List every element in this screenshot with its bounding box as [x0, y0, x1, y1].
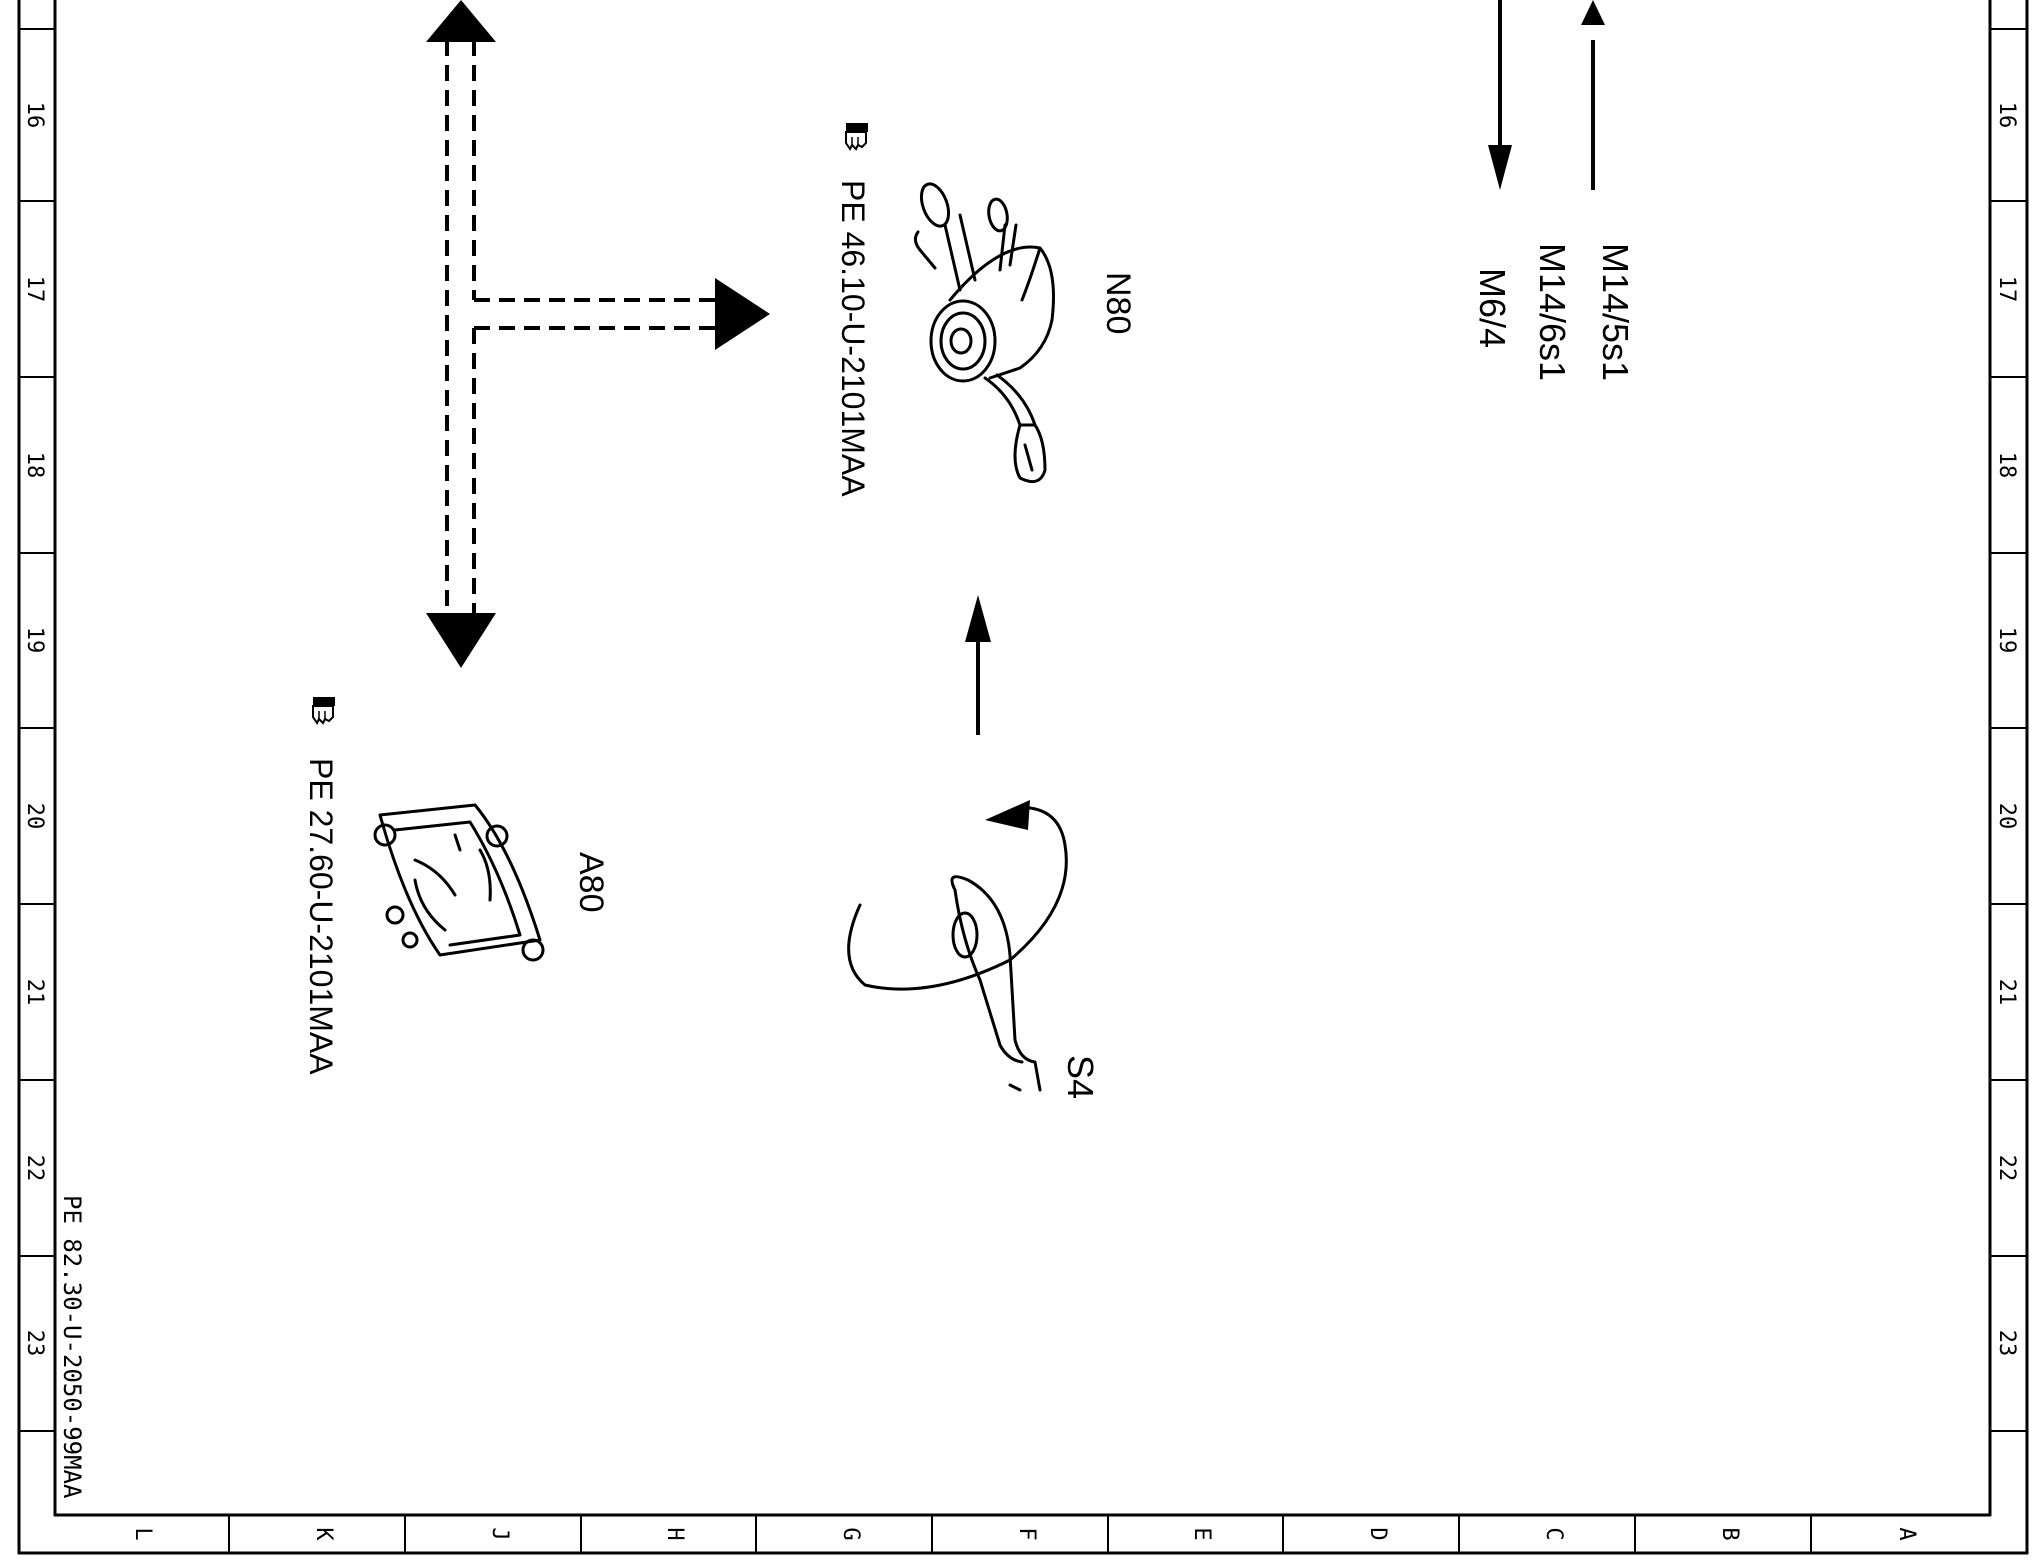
motor-label: M6/4 — [1472, 268, 1513, 348]
row-label: 20 — [22, 803, 47, 830]
row-label: 22 — [22, 1155, 47, 1182]
arrowhead-right — [715, 278, 770, 350]
row-label: 17 — [22, 276, 47, 303]
column-label: D — [1365, 1527, 1390, 1540]
n80-switch-illustration — [913, 182, 1055, 484]
motor-signal-arrows — [1488, 0, 1605, 190]
column-label: C — [1541, 1527, 1566, 1540]
row-label: 17 — [1994, 276, 2019, 303]
column-label: A — [1894, 1527, 1919, 1540]
row-label: 16 — [1994, 102, 2019, 129]
column-label: H — [662, 1527, 687, 1540]
column-label: F — [1014, 1527, 1039, 1540]
component-label-s4: S4 — [1060, 1055, 1101, 1099]
column-labels: L K J H G F E D C B A — [130, 1527, 1919, 1541]
row-label: 20 — [1994, 803, 2019, 830]
column-label: G — [838, 1527, 863, 1540]
column-label: L — [130, 1527, 155, 1540]
row-label: 19 — [22, 627, 47, 654]
dashed-data-bus — [445, 40, 718, 615]
arrow-s4-to-n80 — [965, 595, 991, 735]
column-label: E — [1189, 1527, 1214, 1540]
component-label-n80: N80 — [1099, 272, 1137, 334]
reference-a80: PE 27.60-U-2101MAA — [303, 696, 339, 1075]
reference-text-a80: PE 27.60-U-2101MAA — [303, 758, 339, 1075]
row-labels-left: 16 17 18 19 20 21 22 23 — [22, 102, 47, 1357]
row-label: 18 — [1994, 452, 2019, 479]
column-label: J — [487, 1527, 512, 1540]
column-label: B — [1717, 1527, 1742, 1540]
motor-label: M14/5s1 — [1595, 243, 1636, 381]
component-label-a80: A80 — [572, 852, 610, 913]
row-label: 21 — [1994, 979, 2019, 1006]
s4-switch-illustration — [847, 806, 1068, 1092]
pointing-hand-icon — [845, 122, 869, 150]
reference-text-n80: PE 46.10-U-2101MAA — [835, 180, 871, 497]
row-label: 16 — [22, 102, 47, 129]
column-label: K — [311, 1527, 336, 1541]
row-label: 22 — [1994, 1155, 2019, 1182]
row-label: 19 — [1994, 627, 2019, 654]
a80-module-illustration — [373, 803, 545, 962]
reference-n80: PE 46.10-U-2101MAA — [835, 122, 871, 497]
drawing-frame — [17, 0, 2029, 1555]
row-labels-right: 16 17 18 19 20 21 22 23 — [1994, 102, 2019, 1357]
row-label: 23 — [22, 1330, 47, 1357]
motor-label: M14/6s1 — [1532, 243, 1573, 381]
row-label: 23 — [1994, 1330, 2019, 1357]
rotation-arrowhead — [985, 800, 1030, 830]
row-label: 21 — [22, 979, 47, 1006]
arrowhead-down — [426, 613, 496, 668]
row-label: 18 — [22, 452, 47, 479]
document-code: PE 82.30-U-2050-99MAA — [58, 1195, 86, 1499]
pointing-hand-icon — [312, 696, 336, 724]
arrowhead-up — [426, 0, 496, 42]
